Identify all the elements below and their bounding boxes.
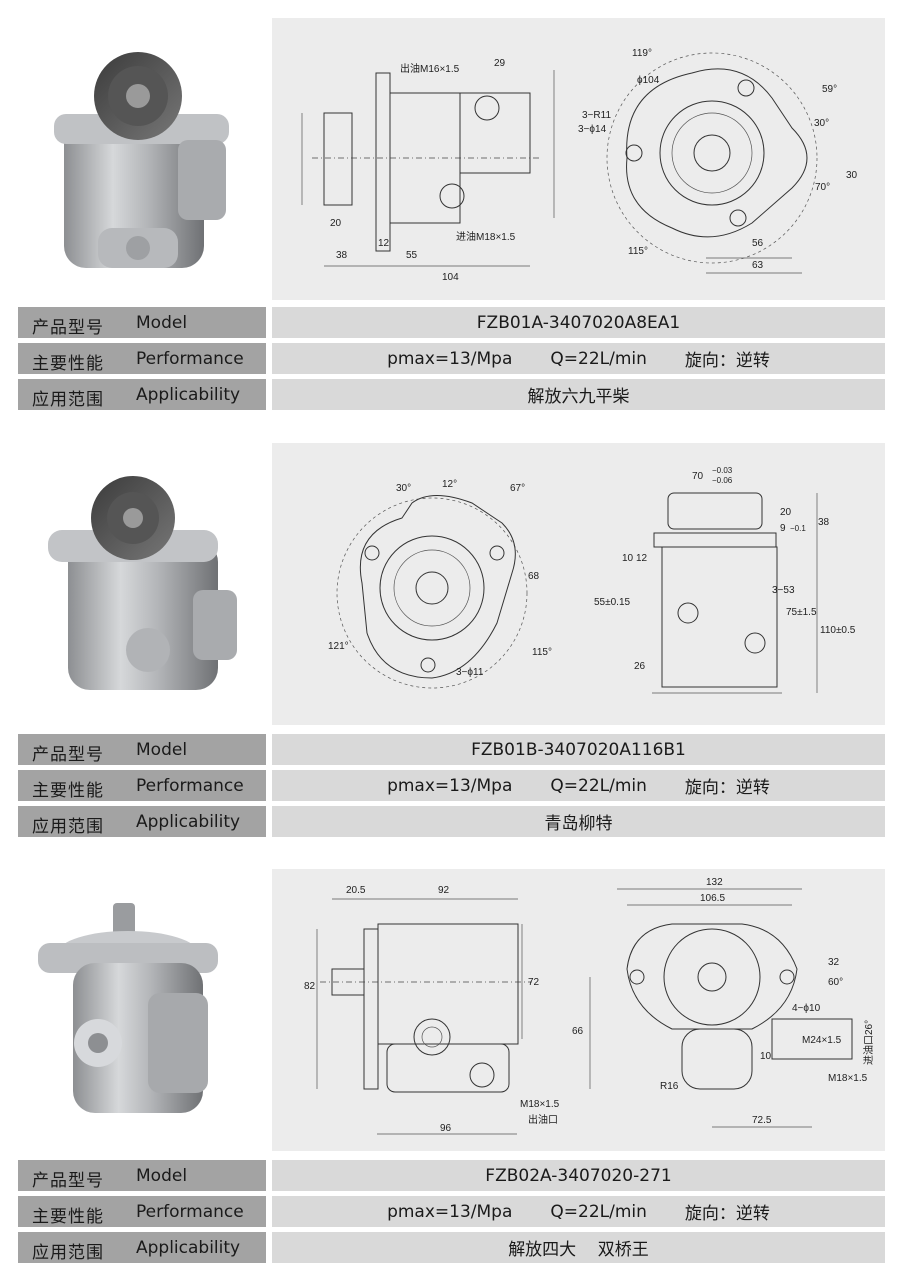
p2-a12: 12° xyxy=(442,479,457,490)
p2-d55: 55±0.15 xyxy=(594,597,631,608)
product-2-drawing: 30° 12° 67° 68 121° 115° 3−ϕ11 70 −0.03 … xyxy=(272,443,885,725)
p1-a30: 30° xyxy=(814,118,829,129)
product-2-model: FZB01B-3407020A116B1 xyxy=(272,734,885,765)
perf-label-en: Performance xyxy=(136,349,244,369)
perf-label-cn: 主要性能 xyxy=(32,354,104,374)
product-1-photo xyxy=(18,28,266,290)
product-1-drawing: 出油M16×1.5 29 20 12 进油M18×1.5 38 55 104 1… xyxy=(272,18,885,300)
p1-r11: 3−R11 xyxy=(582,110,611,121)
product-1-application-row: 应用范围 Applicability 解放六九平柴 xyxy=(18,379,885,410)
p1-a119: 119° xyxy=(632,48,652,59)
p2-d353: 3−53 xyxy=(772,585,795,596)
p2-a115: 115° xyxy=(532,647,552,658)
p2-d9: 9 xyxy=(780,523,786,534)
product-1-rotation: 旋向：逆转 xyxy=(684,351,770,371)
p2-d10: 10 xyxy=(622,553,634,564)
product-1-model: FZB01A-3407020A8EA1 xyxy=(272,307,885,338)
p2-d68: 68 xyxy=(528,571,540,582)
product-1-flow: Q=22L/min xyxy=(550,348,647,369)
p1-d20: 20 xyxy=(330,218,342,229)
product-3-drawing: 20.5 92 82 72 M18×1.5 出油口 96 132 106.5 3… xyxy=(272,869,885,1151)
p1-phi14: 3−ϕ14 xyxy=(578,124,607,135)
p3-d10: 10 xyxy=(760,1051,772,1062)
p3-d32: 32 xyxy=(828,957,840,968)
p2-a67: 67° xyxy=(510,483,525,494)
p1-d104: 104 xyxy=(442,272,459,283)
product-1-model-row: 产品型号 Model FZB01A-3407020A8EA1 xyxy=(18,307,885,338)
p2-tol-dn: −0.06 xyxy=(712,476,733,485)
product-3-photo xyxy=(18,893,266,1128)
product-2-photo xyxy=(18,470,266,700)
p2-tol9: −0.1 xyxy=(790,524,806,533)
p2-tol-up: −0.03 xyxy=(712,466,733,475)
app-label-en: Applicability xyxy=(136,385,241,405)
p3-d96: 96 xyxy=(440,1123,452,1134)
p3-d205: 20.5 xyxy=(346,885,366,896)
p1-d12: 12 xyxy=(378,238,390,249)
p2-d70: 70 xyxy=(692,471,704,482)
app-label-cn: 应用范围 xyxy=(32,390,104,410)
product-1-pressure: pmax=13/Mpa xyxy=(387,348,513,369)
p3-m18: M18×1.5 xyxy=(828,1073,868,1084)
p1-d63: 63 xyxy=(752,260,764,271)
p1-a115: 115° xyxy=(628,246,648,257)
p2-a30: 30° xyxy=(396,483,411,494)
product-3-flow: Q=22L/min xyxy=(550,1201,647,1222)
product-1-performance-row: 主要性能 Performance pmax=13/Mpa Q=22L/min 旋向… xyxy=(18,343,885,374)
p1-a70: 70° xyxy=(815,182,830,193)
p3-r16: R16 xyxy=(660,1081,679,1092)
p1-d29: 29 xyxy=(494,58,506,69)
p3-outlet: 出油口 xyxy=(528,1113,558,1126)
p2-d75: 75±1.5 xyxy=(786,607,817,618)
product-1-application: 解放六九平柴 xyxy=(272,379,885,410)
p3-d132: 132 xyxy=(706,877,723,888)
p3-d725: 72.5 xyxy=(752,1115,772,1126)
p3-m24: M24×1.5 xyxy=(802,1035,842,1046)
p3-d72: 72 xyxy=(528,977,540,988)
p2-d20: 20 xyxy=(780,507,792,518)
p1-outlet-label: 出油M16×1.5 xyxy=(400,62,460,75)
p2-d110: 110±0.5 xyxy=(820,625,856,636)
p2-d12: 12 xyxy=(636,553,648,564)
p3-d82: 82 xyxy=(304,981,316,992)
p1-d30: 30 xyxy=(846,170,858,181)
product-3-application: 解放四大 双桥王 xyxy=(272,1232,885,1263)
p3-d66: 66 xyxy=(572,1026,584,1037)
p1-a59: 59° xyxy=(822,84,837,95)
product-3-pressure: pmax=13/Mpa xyxy=(387,1201,513,1222)
p2-d26: 26 xyxy=(634,661,646,672)
p3-a60: 60° xyxy=(828,977,843,988)
product-2-flow: Q=22L/min xyxy=(550,775,647,796)
p3-d1065: 106.5 xyxy=(700,893,725,904)
p1-d55: 55 xyxy=(406,250,418,261)
p3-thread: M18×1.5 xyxy=(520,1099,560,1110)
p1-d38: 38 xyxy=(336,250,348,261)
p3-d92: 92 xyxy=(438,885,450,896)
p3-inlet26: 进油口26° xyxy=(862,1020,875,1065)
p2-phi11: 3−ϕ11 xyxy=(456,667,484,678)
p1-phi104: ϕ104 xyxy=(637,75,660,86)
p1-inlet-label: 进油M18×1.5 xyxy=(456,230,516,243)
p2-d38: 38 xyxy=(818,517,830,528)
p2-a121: 121° xyxy=(328,641,349,652)
model-label-cn: 产品型号 xyxy=(32,318,104,338)
p3-phi10: 4−ϕ10 xyxy=(792,1003,821,1014)
product-3-rotation: 旋向：逆转 xyxy=(684,1204,770,1224)
product-3-model: FZB02A-3407020-271 xyxy=(272,1160,885,1191)
product-2-application: 青岛柳特 xyxy=(272,806,885,837)
product-2-pressure: pmax=13/Mpa xyxy=(387,775,513,796)
product-2-rotation: 旋向：逆转 xyxy=(684,778,770,798)
model-label-en: Model xyxy=(136,313,188,333)
p1-d56: 56 xyxy=(752,238,764,249)
